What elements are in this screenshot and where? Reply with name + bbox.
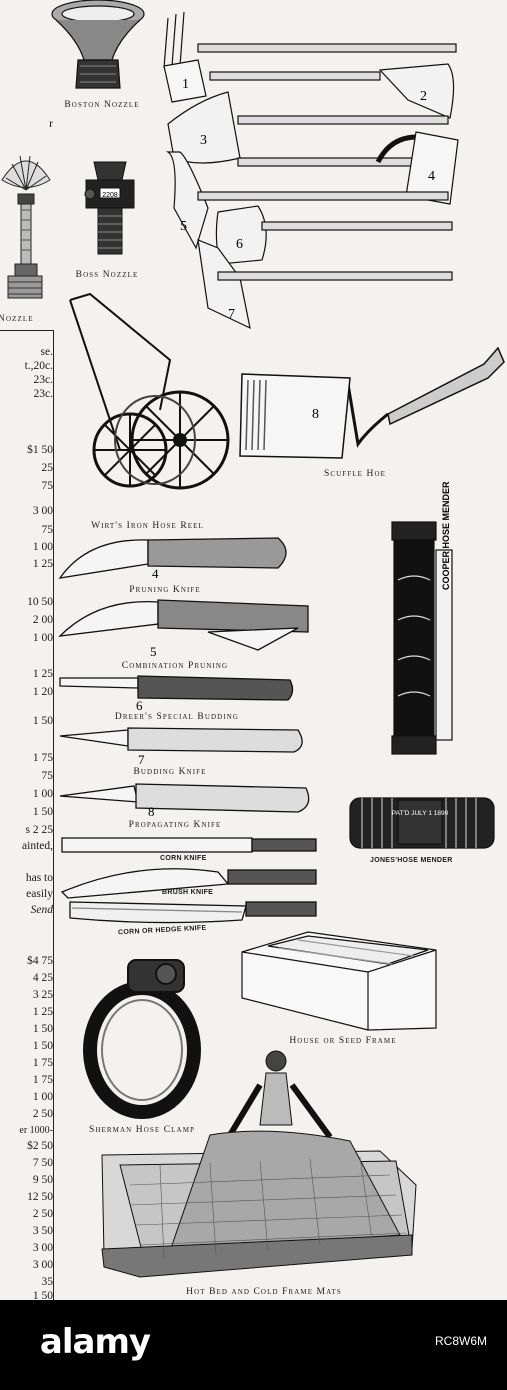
stock-image-id: RC8W6M [434, 1334, 487, 1348]
stock-footer: alamy RC8W6M [0, 1300, 507, 1390]
scuffle-hoe-illustration: 8 [239, 346, 505, 459]
price: $2 50 [27, 1140, 53, 1152]
brush-knife-caption: BRUSH KNIFE [162, 889, 214, 896]
price: 35 [41, 1276, 54, 1288]
price: 1 50 [32, 1040, 53, 1052]
hose-price-b: 23c. [33, 388, 53, 400]
price: 1 25 [32, 1006, 53, 1018]
scuffle-hoe-caption: Scuffle Hoe [323, 469, 386, 479]
price: 1 75 [32, 1057, 53, 1069]
corn-knife-caption: CORN KNIFE [160, 855, 207, 862]
left-fragment-r: r [49, 118, 53, 130]
tool-number: 8 [312, 407, 319, 422]
hose-price-ft: t.,20c. [24, 360, 53, 372]
column-rule-vertical [53, 330, 54, 1300]
knife-number: 7 [138, 752, 145, 767]
price: 1 75 [32, 1074, 53, 1086]
price: 1 75 [32, 752, 53, 764]
boss-nozzle-caption: Boss Nozzle [75, 270, 139, 280]
catalog-page: r Nozzle se. t.,20c. 23c. 23c. $1 50 25 … [0, 0, 505, 1300]
hose-reel-illustration [69, 292, 230, 490]
fan-nozzle-illustration [1, 155, 51, 299]
knives-illustration: 4 5 6 7 8 [58, 537, 317, 899]
pruning-knife-caption: Pruning Knife [129, 585, 201, 595]
boss-nozzle-badge: 2208 [102, 192, 118, 199]
column-rule-horizontal [0, 330, 53, 331]
price: 3 00 [32, 1259, 53, 1271]
cooper-hose-mender-illustration: COOPER HOSE MENDER [391, 481, 453, 755]
price: 2 00 [32, 614, 53, 626]
price: 75 [41, 480, 54, 492]
combination-pruning-caption: Combination Pruning [121, 661, 229, 671]
price: 1 50 [32, 806, 53, 818]
tool-number: 4 [428, 169, 435, 184]
jones-hose-mender-caption: JONES'HOSE MENDER [370, 857, 453, 864]
tool-number: 2 [420, 89, 427, 104]
price: 3 00 [32, 1242, 53, 1254]
price: 2 50 [32, 1108, 53, 1120]
text-fragment: er 1000- [19, 1125, 53, 1136]
price: 7 50 [32, 1157, 53, 1169]
price: 1 20 [32, 686, 53, 698]
propagating-knife-caption: Propagating Knife [128, 820, 222, 830]
budding-knife-caption: Budding Knife [133, 767, 207, 777]
price: 1 25 [32, 558, 53, 570]
price: 75 [41, 524, 54, 536]
hose-price-a: 23c. [33, 374, 53, 386]
boston-nozzle-illustration [51, 0, 145, 89]
knife-number: 5 [150, 644, 157, 659]
tool-number: 5 [180, 219, 187, 234]
hedge-knife-illustration [69, 901, 317, 924]
price: 1 25 [32, 668, 53, 680]
price: 3 25 [32, 989, 53, 1001]
price: 1 00 [32, 541, 53, 553]
tool-number: 3 [200, 133, 207, 148]
price: 1 50 [32, 1023, 53, 1035]
hose-clamp-illustration [83, 959, 201, 1119]
boston-nozzle-caption: Boston Nozzle [64, 100, 140, 110]
hot-bed-mats-illustration [101, 1050, 417, 1278]
hose-reel-caption: Wirt's Iron Hose Reel [91, 521, 204, 531]
price: 1 50 [32, 1290, 53, 1300]
price: 25 [41, 462, 54, 474]
hoe-group-illustration: 1 2 3 4 5 6 7 [163, 11, 459, 330]
seed-frame-caption: House or Seed Frame [289, 1036, 397, 1046]
price: $4 75 [27, 955, 53, 967]
text-fragment: easily [26, 888, 53, 900]
left-nozzle-caption: Nozzle [0, 314, 34, 324]
price: 4 25 [32, 972, 53, 984]
price: 1 00 [32, 1091, 53, 1103]
price: 12 50 [27, 1191, 53, 1203]
price: s 2 25 [25, 824, 53, 836]
price: 3 00 [32, 505, 53, 517]
price: 75 [41, 770, 54, 782]
tool-number: 7 [228, 307, 235, 322]
text-fragment: has to [25, 872, 53, 884]
cooper-hose-mender-caption: COOPER HOSE MENDER [441, 481, 451, 590]
price: 1 50 [32, 715, 53, 727]
dreer-budding-caption: Dreer's Special Budding [114, 712, 240, 722]
hose-text: se. [40, 346, 53, 358]
boss-nozzle-illustration: 2208 [84, 161, 135, 255]
hot-bed-mats-caption: Hot Bed and Cold Frame Mats [186, 1287, 342, 1297]
jones-stamp: PAT'D JULY 1 1890 [392, 810, 449, 817]
price: 1 00 [32, 632, 53, 644]
tool-number: 1 [182, 77, 189, 92]
price: 1 00 [32, 788, 53, 800]
knife-number: 6 [136, 698, 143, 713]
price: 3 50 [32, 1225, 53, 1237]
knife-number: 8 [148, 804, 155, 819]
seed-frame-illustration [241, 931, 437, 1031]
price: 9 50 [32, 1174, 53, 1186]
tool-number: 6 [236, 237, 243, 252]
hose-clamp-caption: Sherman Hose Clamp [88, 1125, 196, 1135]
text-fragment: Send [30, 904, 53, 916]
text-fragment: ainted, [22, 840, 53, 852]
price: 2 50 [32, 1208, 53, 1220]
alamy-logo: alamy [39, 1322, 151, 1362]
price: $1 50 [27, 444, 53, 456]
jones-hose-mender-illustration: PAT'D JULY 1 1890 [349, 797, 495, 849]
knife-number: 4 [152, 566, 159, 581]
price: 10 50 [27, 596, 53, 608]
